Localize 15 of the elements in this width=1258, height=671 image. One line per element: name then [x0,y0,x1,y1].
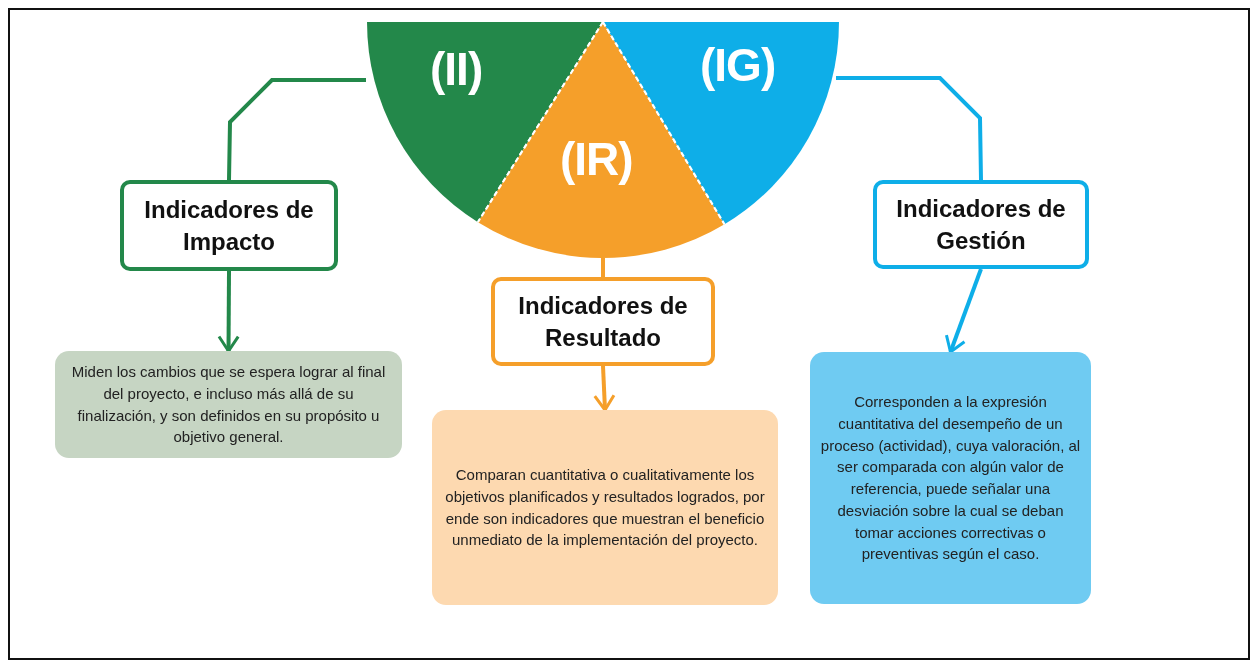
category-box: Indicadores de Impacto [120,180,338,271]
description-box: Corresponden a la expresión cuantitativa del desempeño de un proceso (actividad), cuya valoración, al ser comparada con algún valor de referencia, puede señalar una desviación sobre la cual se deban tomar acciones correctivas o preventivas según el caso. [810,352,1091,604]
category-box: Indicadores de Gestión [873,180,1089,269]
connector-line [227,78,366,181]
description-box: Miden los cambios que se espera lograr al final del proyecto, e incluso más allá de su finalización, y son definidos en su propósito u objetivo general. [55,351,402,458]
connector-line [601,258,605,277]
sector-label: (IR) [560,132,633,186]
arrow [944,268,983,354]
arrow [217,271,240,353]
description-box: Comparan cuantitativa o cualitativamente los objetivos planificados y resultados logrados, por ende son indicadores que muestran el beneficio unmediato de la implementación del proyecto. [432,410,778,605]
arrow [593,365,616,412]
sector-label: (II) [430,42,483,96]
sector-label: (IG) [700,38,776,92]
category-box: Indicadores de Resultado [491,277,715,366]
connector-line [836,76,983,181]
